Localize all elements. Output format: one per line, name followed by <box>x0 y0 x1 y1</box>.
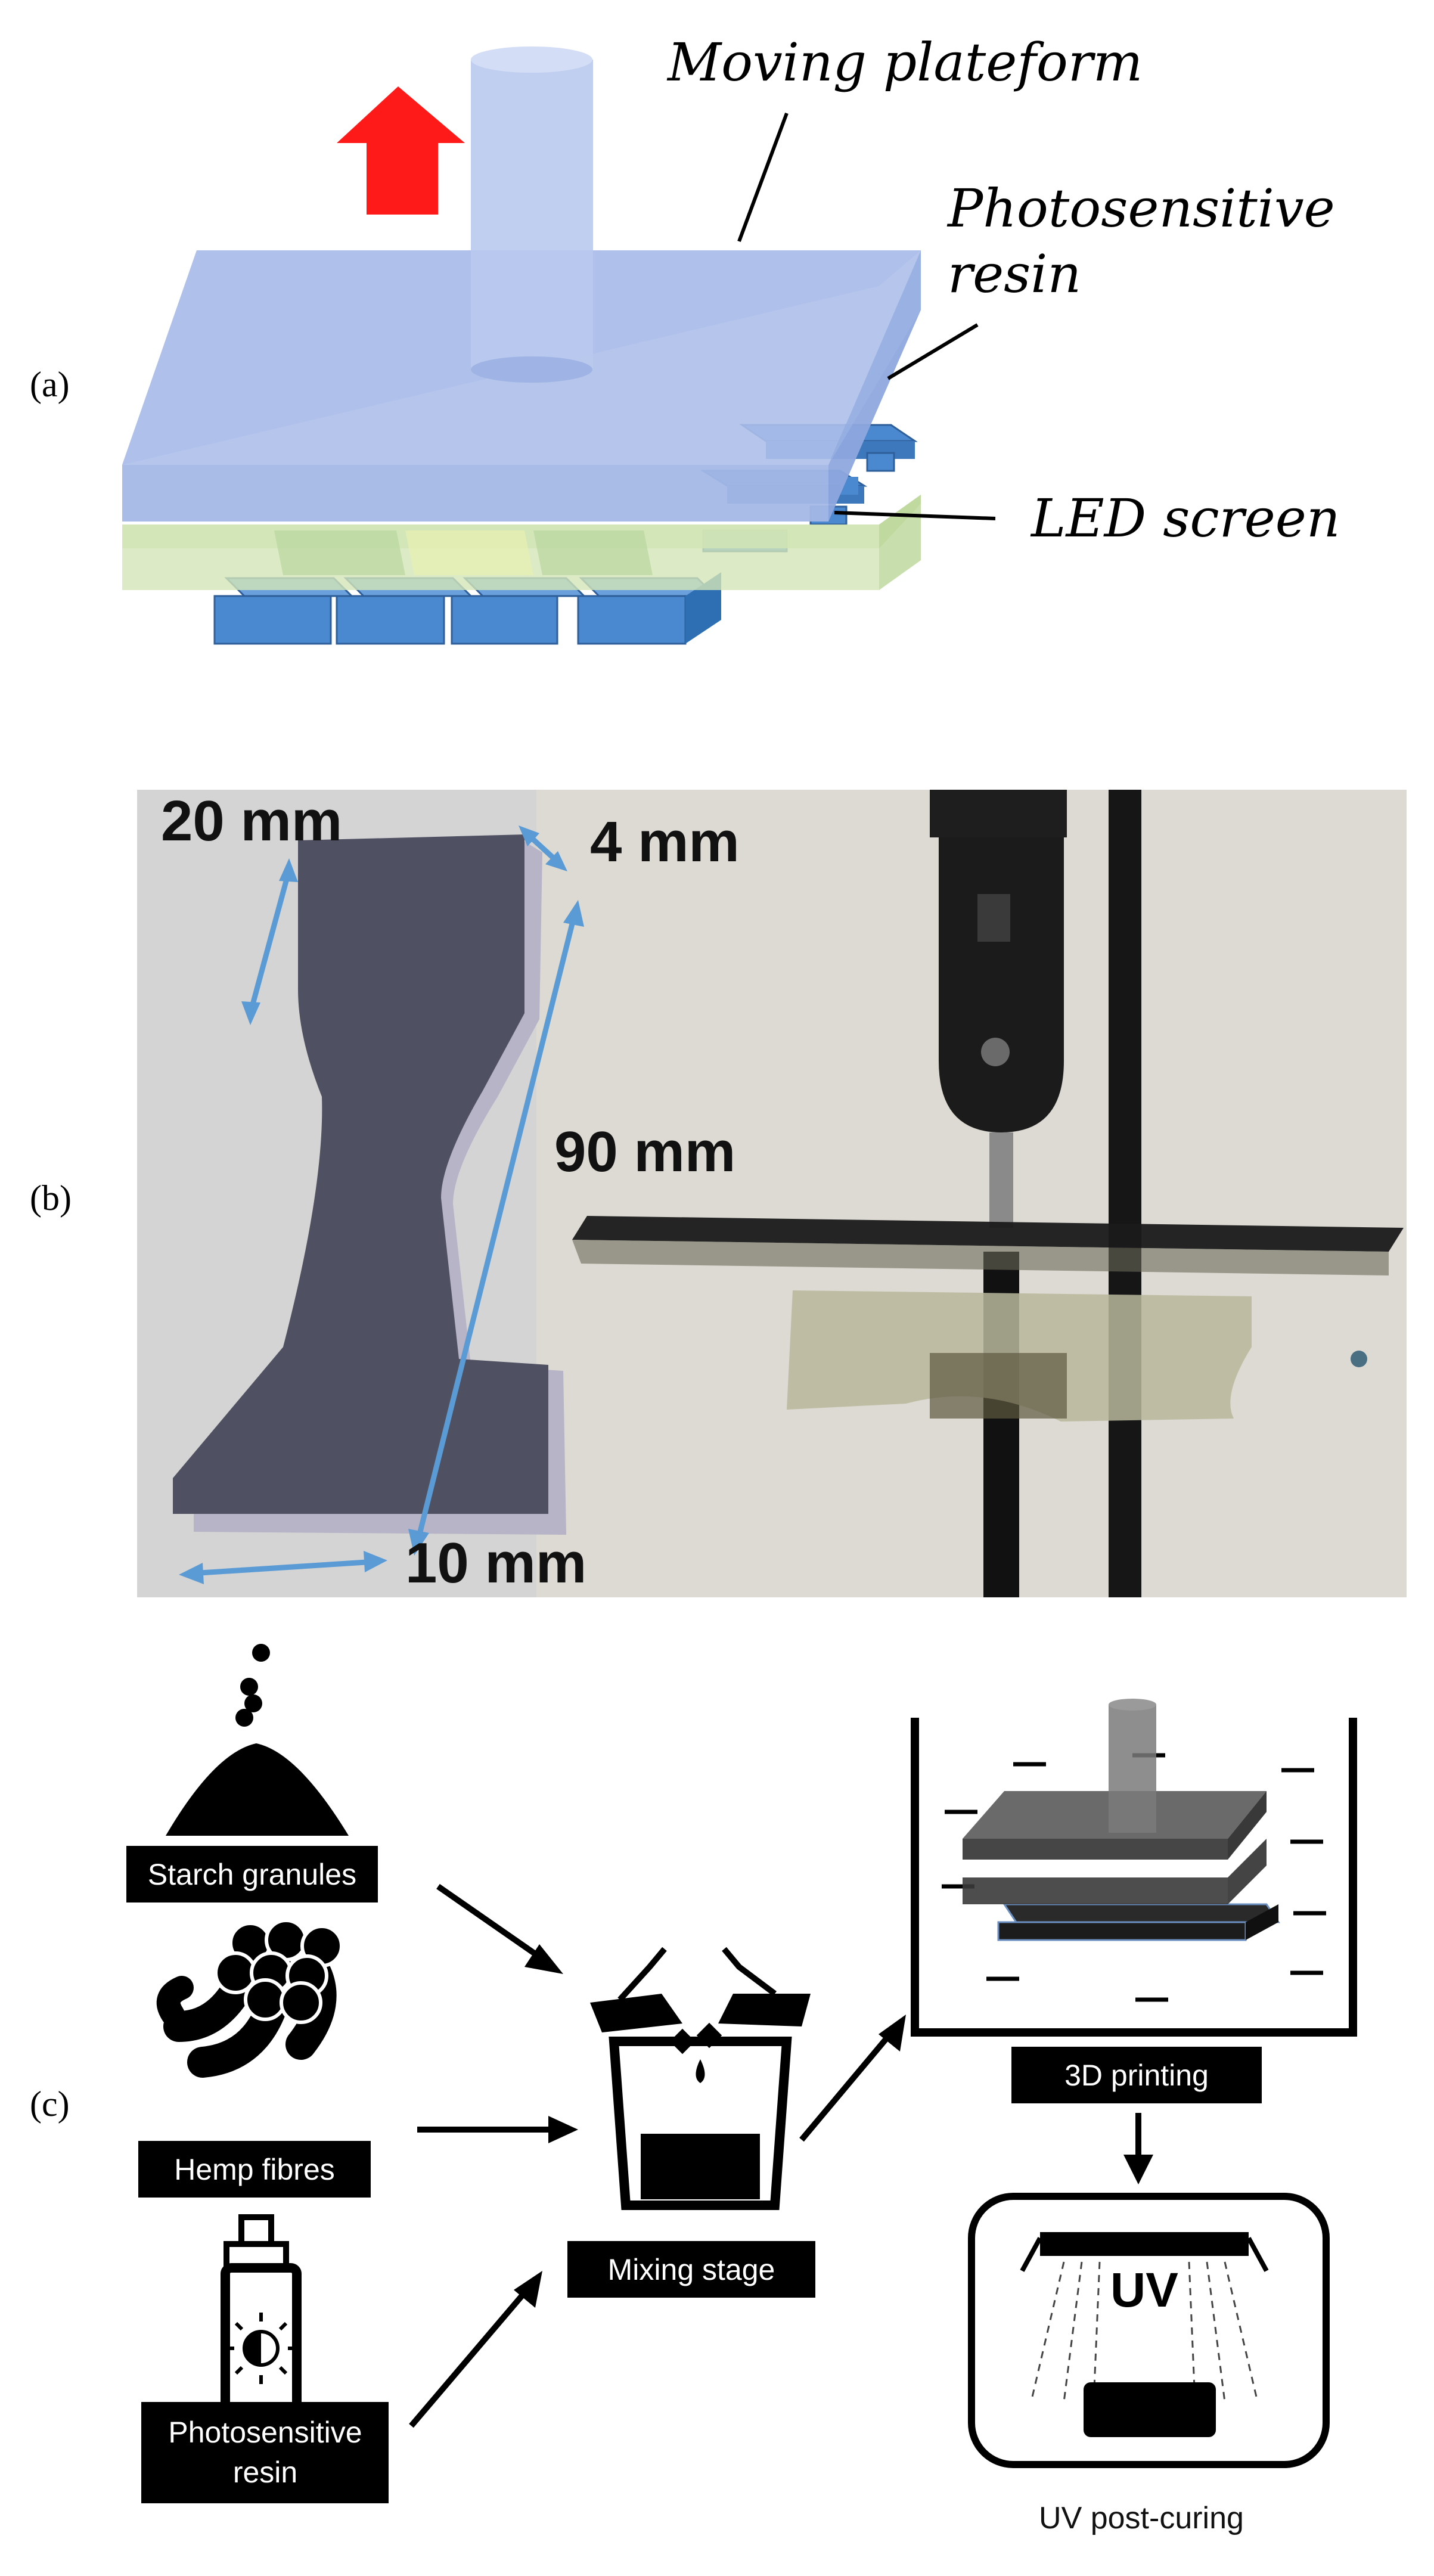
dim-label-20mm: 20 mm <box>161 789 342 853</box>
dim-label-4mm: 4 mm <box>590 810 740 874</box>
printing-vat-icon <box>911 1699 1357 2037</box>
panel-c-label: (c) <box>30 2084 70 2124</box>
uv-text: UV <box>1110 2263 1178 2317</box>
label-led-screen: LED screen <box>1030 488 1340 549</box>
panel-b-label: (b) <box>30 1178 72 1218</box>
arrow-resin-to-mixing <box>409 2283 533 2428</box>
panel-c-process-flow: (c) Starch granules Hemp fibres <box>30 1644 1357 2535</box>
post-curing-label: UV post-curing <box>1039 2501 1244 2535</box>
printing-label: 3D printing <box>1064 2059 1209 2092</box>
dim-label-90mm: 90 mm <box>554 1120 735 1184</box>
arrow-starch-to-mixing <box>436 1883 547 1964</box>
starch-label: Starch granules <box>148 1858 356 1891</box>
dim-label-10mm: 10 mm <box>405 1531 586 1595</box>
leader-line-platform <box>737 112 789 243</box>
flow-arrows <box>409 1883 1153 2428</box>
starch-granules-icon <box>166 1644 349 1836</box>
panel-a-label: (a) <box>30 365 70 404</box>
printer-photo <box>572 790 1404 1597</box>
dimension-arrows <box>179 825 584 1584</box>
leader-line-resin <box>887 323 979 380</box>
leader-line-led <box>834 511 996 520</box>
dim-arrow-20mm <box>247 869 292 1014</box>
dogbone-specimen-render <box>173 834 566 1535</box>
resin-label-line2: resin <box>233 2456 297 2489</box>
printing-label-box <box>1011 2047 1262 2103</box>
upward-arrow-icon <box>337 86 465 215</box>
resin-label-line1: Photosensitive <box>168 2416 362 2449</box>
hemp-fibres-icon <box>156 1919 343 2078</box>
dim-arrow-90mm <box>414 911 578 1545</box>
mixing-bowl-icon <box>590 1947 811 2210</box>
resin-bottle-icon <box>221 2214 302 2428</box>
platform-shaft-cylinder <box>471 46 593 383</box>
hemp-label: Hemp fibres <box>174 2153 335 2186</box>
label-photosensitive-resin-line2: resin <box>948 243 1081 305</box>
mixing-label: Mixing stage <box>608 2253 775 2286</box>
mixing-label-box <box>567 2241 815 2298</box>
panel-b-specimen-photo: (b) <box>30 789 1407 1597</box>
build-plate <box>572 1216 1404 1252</box>
hemp-label-box <box>138 2141 371 2198</box>
label-photosensitive-resin-line1: Photosensitive <box>946 178 1335 239</box>
arrow-mixing-to-printing <box>799 2027 896 2142</box>
label-moving-platform: Moving plateform <box>666 32 1143 93</box>
resin-label-box <box>141 2402 389 2503</box>
dim-arrow-10mm <box>190 1559 376 1576</box>
resin-layer <box>122 495 921 590</box>
starch-label-box <box>126 1846 378 1902</box>
panel-a-3d-printer-schematic: (a) <box>30 32 1340 645</box>
uv-curing-chamber-icon: UV <box>968 2193 1330 2468</box>
